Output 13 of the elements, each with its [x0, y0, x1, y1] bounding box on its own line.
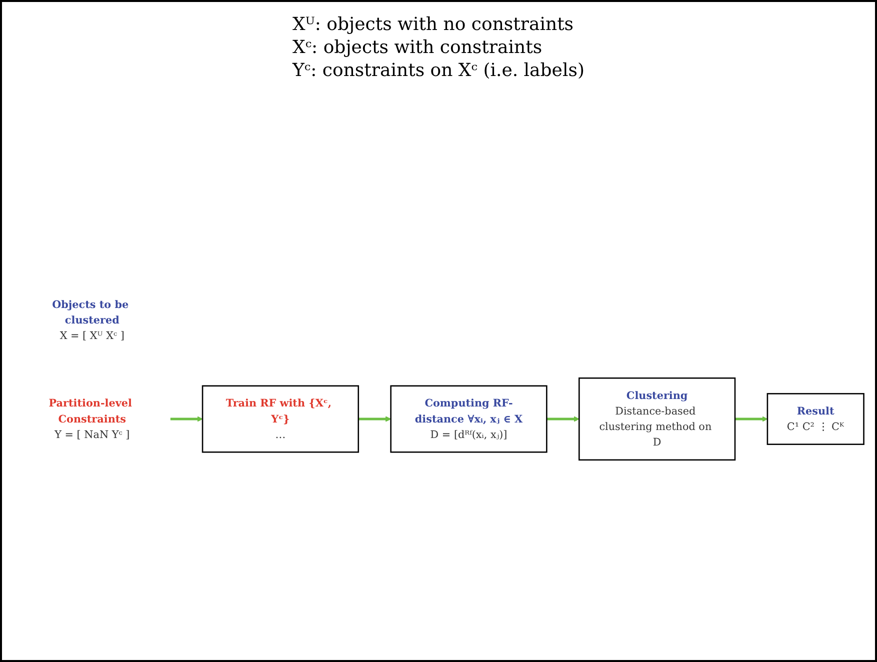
node-box: Result C¹ C² ⋮ Cᴷ — [766, 392, 864, 445]
arrow — [734, 416, 768, 422]
node-text: Partition-level Constraints Y = [ NaN Yᶜ ] — [48, 396, 132, 440]
node-box: Clustering Distance-based clustering method on D — [578, 377, 736, 460]
arrow — [170, 416, 202, 422]
node-box: Train RF with {Xᶜ, Yᶜ} … — [201, 385, 359, 453]
note-text: Xᶜ: objects with constraints — [292, 37, 544, 58]
arrow — [546, 416, 579, 422]
arrow — [358, 416, 391, 422]
note-text: Xᵁ: objects with no constraints — [292, 14, 575, 35]
node-box: Computing RF-distance ∀xᵢ, xⱼ ∈ X D = [dᴿᶠ(xᵢ, xⱼ)] — [390, 385, 547, 453]
node-text: Objects to be clustered X = [ Xᵁ Xᶜ ] — [52, 298, 128, 342]
note-text: Yᶜ: constraints on Xᶜ (i.e. labels) — [292, 60, 584, 81]
